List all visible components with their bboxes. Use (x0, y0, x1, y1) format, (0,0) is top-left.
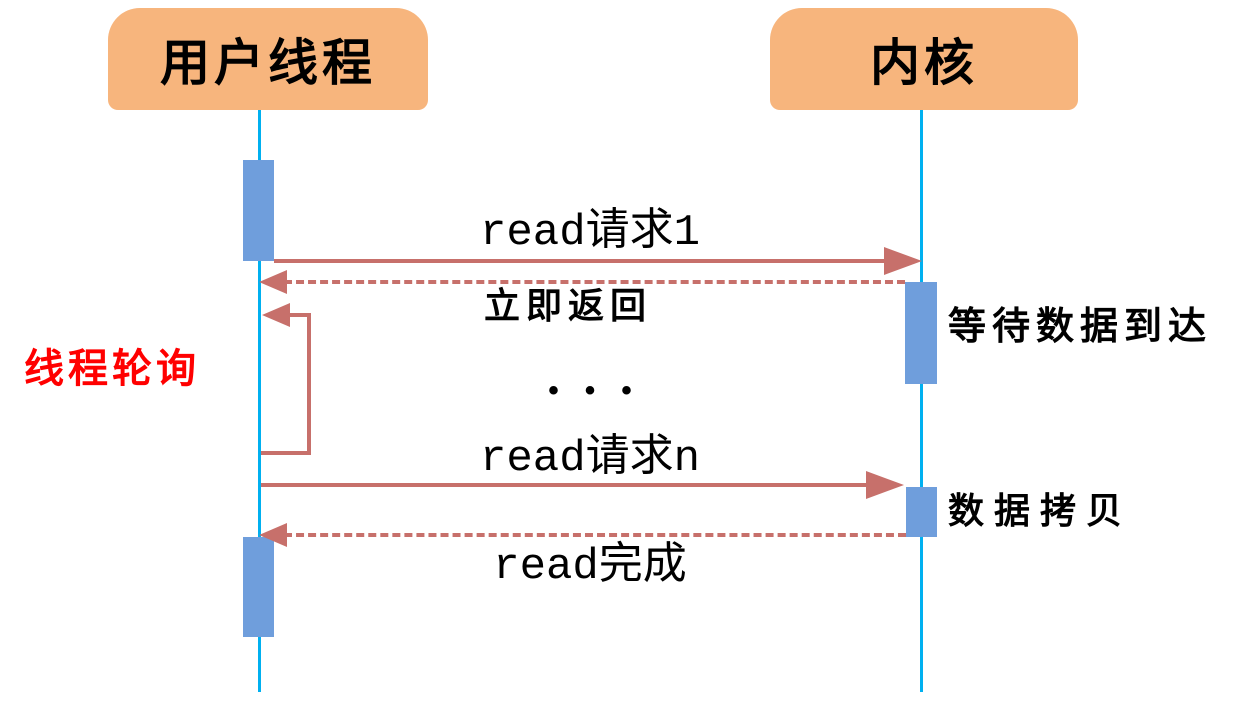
arrowhead-left-icon (259, 523, 287, 547)
arrow-line-read-complete (284, 533, 906, 537)
ellipsis-dots: ••• (548, 374, 658, 407)
activation-bar-user-2 (243, 537, 274, 637)
actor-label-kernel: 内核 (870, 35, 978, 91)
loop-bottom-line (261, 451, 311, 455)
activation-bar-user-1 (243, 160, 274, 261)
lifeline-kernel (920, 110, 923, 692)
arrowhead-right-icon (884, 247, 922, 275)
message-label-read-request-n: read请求n (479, 434, 701, 484)
actor-header-kernel: 内核 (770, 8, 1078, 110)
actor-label-user-thread: 用户线程 (160, 35, 376, 91)
arrowhead-left-icon (262, 303, 290, 327)
loop-top-line (288, 313, 311, 317)
activation-bar-kernel-copy (906, 487, 937, 537)
arrowhead-left-icon (259, 270, 287, 294)
message-label-read-complete: read完成 (493, 542, 687, 592)
actor-header-user-thread: 用户线程 (108, 8, 428, 110)
lifeline-user-thread (258, 110, 261, 692)
activation-bar-kernel-wait (905, 282, 937, 384)
arrow-line-read-request-1 (274, 259, 888, 263)
message-label-read-request-1: read请求1 (479, 208, 701, 258)
note-label-data-copy: 数据拷贝 (948, 490, 1133, 531)
arrow-line-read-request-n (261, 483, 870, 487)
note-label-wait-for-data: 等待数据到达 (948, 306, 1213, 348)
message-label-immediate-return: 立即返回 (483, 285, 652, 326)
loop-right-line (307, 313, 311, 455)
arrow-line-immediate-return (284, 280, 905, 284)
arrowhead-right-icon (866, 471, 904, 499)
note-label-thread-polling: 线程轮询 (24, 347, 200, 391)
